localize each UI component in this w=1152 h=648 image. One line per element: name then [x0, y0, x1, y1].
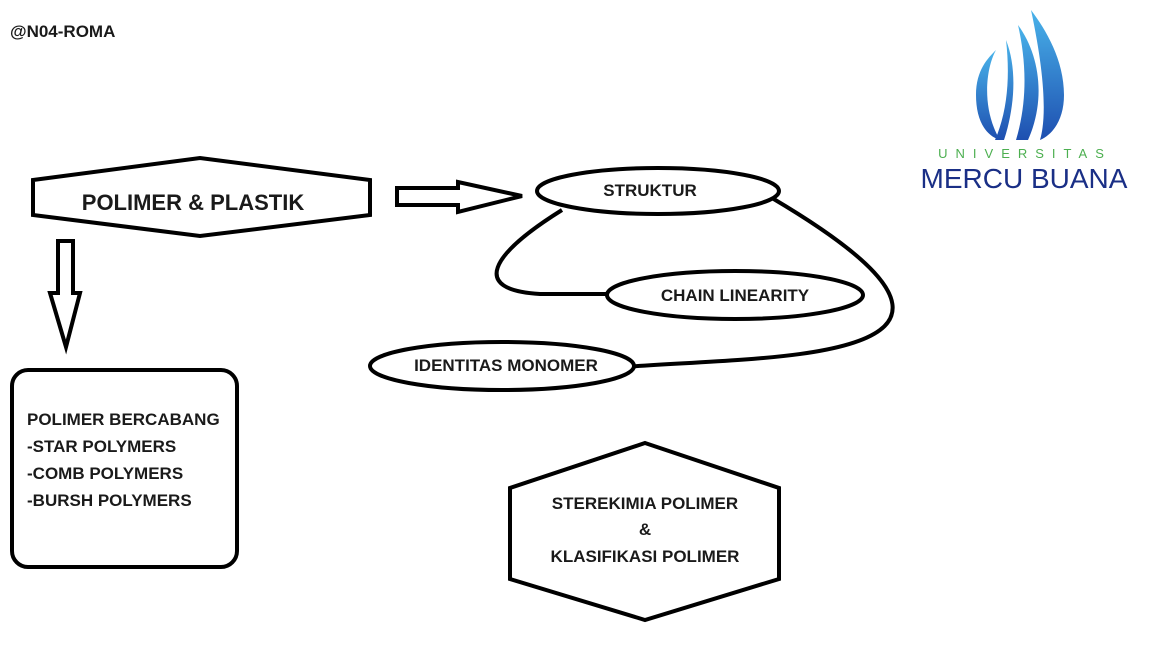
university-label: UNIVERSITAS	[938, 146, 1112, 161]
down-arrow	[47, 239, 83, 355]
struktur-node: STRUKTUR	[535, 166, 781, 216]
author-tag: @N04-ROMA	[10, 22, 116, 41]
stereo-line-2: &	[639, 520, 651, 539]
chain-linearity-label: CHAIN LINEARITY	[661, 286, 810, 305]
branched-item: -STAR POLYMERS	[27, 437, 176, 456]
university-logo: UNIVERSITAS MERCU BUANA	[921, 10, 1128, 194]
branched-item: -BURSH POLYMERS	[27, 491, 192, 510]
main-topic-node: POLIMER & PLASTIK	[31, 155, 372, 239]
university-name: MERCU BUANA	[921, 163, 1128, 194]
identitas-monomer-node: IDENTITAS MONOMER	[368, 340, 636, 392]
stereo-line-3: KLASIFIKASI POLIMER	[551, 547, 740, 566]
struktur-label: STRUKTUR	[603, 181, 697, 200]
chain-linearity-node: CHAIN LINEARITY	[605, 269, 865, 321]
right-arrow	[395, 179, 523, 215]
connector-struktur-chain	[494, 208, 608, 296]
branched-polymer-node: POLIMER BERCABANG -STAR POLYMERS -COMB P…	[10, 368, 239, 569]
main-topic-label: POLIMER & PLASTIK	[82, 190, 305, 215]
stereochemistry-node: STEREKIMIA POLIMER & KLASIFIKASI POLIMER	[508, 440, 781, 623]
branched-title: POLIMER BERCABANG	[27, 410, 220, 429]
stereo-line-1: STEREKIMIA POLIMER	[552, 494, 738, 513]
identitas-monomer-label: IDENTITAS MONOMER	[414, 356, 598, 375]
connector-struktur-identitas	[623, 196, 895, 369]
branched-item: -COMB POLYMERS	[27, 464, 183, 483]
flame-logo-icon	[976, 10, 1064, 140]
